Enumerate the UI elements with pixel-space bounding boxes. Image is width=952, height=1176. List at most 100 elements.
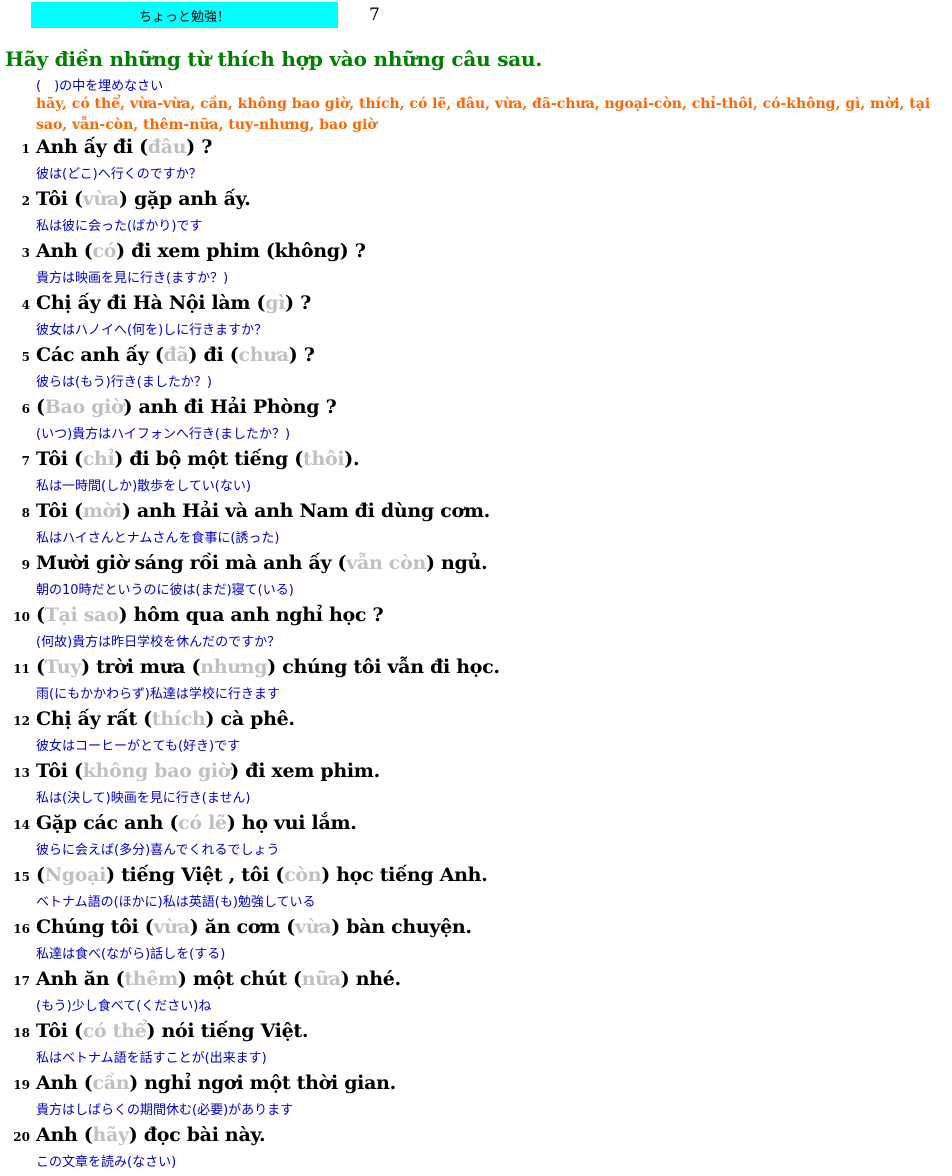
question-translation: ベトナム語の(ほかに)私は英語(も)勉強している xyxy=(36,895,316,910)
banner-label: ちょっと勉強！ xyxy=(138,9,230,25)
sentence-text: ) ? xyxy=(288,344,315,366)
sentence-text: ) hôm qua anh nghỉ học ? xyxy=(118,604,384,626)
sentence-text: ) anh đi Hải Phòng ? xyxy=(123,396,337,418)
sentence-text: Anh ( xyxy=(36,1124,93,1146)
question-number: 13 xyxy=(13,766,30,780)
answer-text: có lẽ xyxy=(178,812,227,834)
sentence-text: ) một chút ( xyxy=(177,968,302,990)
sentence-text: ) trời mưa ( xyxy=(81,656,201,678)
sentence-text: ) học tiếng Anh. xyxy=(321,864,488,886)
question-number: 2 xyxy=(21,194,30,208)
question-number: 10 xyxy=(13,610,30,624)
sentence-text: Chúng tôi ( xyxy=(36,916,154,938)
sentence-text: ) cà phê. xyxy=(205,708,296,730)
answer-text: cần xyxy=(92,1072,130,1094)
answer-text: mời xyxy=(82,500,122,522)
question-item: 11 (Tuy) trời mưa (nhưng) chúng tôi vẫn đ… xyxy=(0,656,952,708)
answer-text: thêm xyxy=(124,968,178,990)
question-number: 11 xyxy=(13,662,30,676)
sentence-text: ( xyxy=(36,864,45,886)
answer-text: không bao giờ xyxy=(82,760,231,782)
answer-text: chỉ xyxy=(82,448,115,470)
question-sentence: Tôi (vừa) gặp anh ấy. xyxy=(36,188,251,210)
sentence-text: ) nhé. xyxy=(340,968,401,990)
question-translation: 彼は(どこ)へ行くのですか？ xyxy=(36,167,202,182)
sentence-text: ) đi ( xyxy=(188,344,239,366)
question-sentence: Anh (có) đi xem phim (không) ? xyxy=(36,240,366,262)
answer-text: đã xyxy=(163,344,189,366)
sentence-text: ) đi xem phim. xyxy=(230,760,380,782)
sentence-text: ) ăn cơm ( xyxy=(189,916,296,938)
page-number: 7 xyxy=(369,5,380,25)
question-sentence: Tôi (chỉ) đi bộ một tiếng (thôi). xyxy=(36,448,360,470)
question-sentence: Tôi (không bao giờ) đi xem phim. xyxy=(36,760,380,782)
sentence-text: ) chúng tôi vẫn đi học. xyxy=(267,656,500,678)
sentence-text: Tôi ( xyxy=(36,188,83,210)
question-number: 5 xyxy=(21,350,30,364)
question-translation: 私は一時間(しか)散歩をしてい(ない) xyxy=(36,479,251,494)
question-sentence: Tôi (mời) anh Hải và anh Nam đi dùng cơm… xyxy=(36,500,490,522)
answer-text: nhưng xyxy=(200,656,268,678)
sentence-text: Chị ấy đi Hà Nội làm ( xyxy=(36,292,266,314)
sentence-text: ( xyxy=(36,656,45,678)
question-item: 2 Tôi (vừa) gặp anh ấy. 私は彼に会った(ばかり)です xyxy=(0,188,952,240)
question-sentence: Anh (cần) nghỉ ngơi một thời gian. xyxy=(36,1072,396,1094)
question-number: 20 xyxy=(13,1130,30,1144)
sentence-text: ( xyxy=(36,396,45,418)
top-banner: ちょっと勉強！ xyxy=(31,2,338,28)
question-number: 16 xyxy=(13,922,30,936)
question-item: 6(Bao giờ) anh đi Hải Phòng ?(いつ)貴方はハイフォ… xyxy=(0,396,952,448)
question-translation: 彼女はコーヒーがとても(好き)です xyxy=(36,739,241,754)
question-sentence: Chị ấy rất (thích) cà phê. xyxy=(36,708,295,730)
question-number: 18 xyxy=(13,1026,30,1040)
question-number: 4 xyxy=(21,298,30,312)
exercise-instruction: ( )の中を埋めなさい xyxy=(36,79,164,94)
sentence-text: ) tiếng Việt , tôi ( xyxy=(106,864,285,886)
answer-text: Tại sao xyxy=(44,604,119,626)
question-sentence: Các anh ấy (đã) đi (chưa) ? xyxy=(36,344,315,366)
question-item: 10(Tại sao) hôm qua anh nghỉ học ?(何故)貴方… xyxy=(0,604,952,656)
question-number: 9 xyxy=(21,558,30,572)
question-sentence: Tôi (có thể) nói tiếng Việt. xyxy=(36,1020,308,1042)
sentence-text: ). xyxy=(344,448,360,470)
question-number: 12 xyxy=(13,714,30,728)
sentence-text: ) ngủ. xyxy=(425,552,488,574)
question-number: 19 xyxy=(13,1078,30,1092)
answer-text: Ngoại xyxy=(44,864,107,886)
answer-text: Tuy xyxy=(44,656,82,678)
question-item: 12 Chị ấy rất (thích) cà phê. 彼女はコーヒーがとても(… xyxy=(0,708,952,760)
question-item: 19 Anh (cần) nghỉ ngơi một thời gian. 貴方はし… xyxy=(0,1072,952,1124)
question-translation: 雨(にもかかわらず)私達は学校に行きます xyxy=(36,687,280,702)
sentence-text: Anh ấy đi ( xyxy=(36,136,148,158)
sentence-text: ) nói tiếng Việt. xyxy=(146,1020,309,1042)
question-translation: この文章を読み(なさい) xyxy=(36,1155,177,1170)
sentence-text: Anh ăn ( xyxy=(36,968,125,990)
sentence-text: ( xyxy=(36,604,45,626)
sentence-text: ) ? xyxy=(186,136,213,158)
sentence-text: Tôi ( xyxy=(36,500,83,522)
question-translation: 貴方はしばらくの期間休む(必要)があります xyxy=(36,1103,294,1118)
question-translation: 貴方は映画を見に行き(ますか？) xyxy=(36,271,229,286)
question-translation: 私は彼に会った(ばかり)です xyxy=(36,219,203,234)
sentence-text: Tôi ( xyxy=(36,1020,83,1042)
answer-text: nữa xyxy=(301,968,341,990)
question-number: 17 xyxy=(13,974,30,988)
answer-text: có thể xyxy=(82,1020,147,1042)
sentence-text: ) bàn chuyện. xyxy=(331,916,472,938)
answer-text: đâu xyxy=(147,136,187,158)
sentence-text: ) ? xyxy=(285,292,311,314)
sentence-text: ) họ vui lắm. xyxy=(226,812,357,834)
question-sentence: (Bao giờ) anh đi Hải Phòng ? xyxy=(36,396,337,418)
sentence-text: ) đi xem phim (không) ? xyxy=(116,240,366,262)
